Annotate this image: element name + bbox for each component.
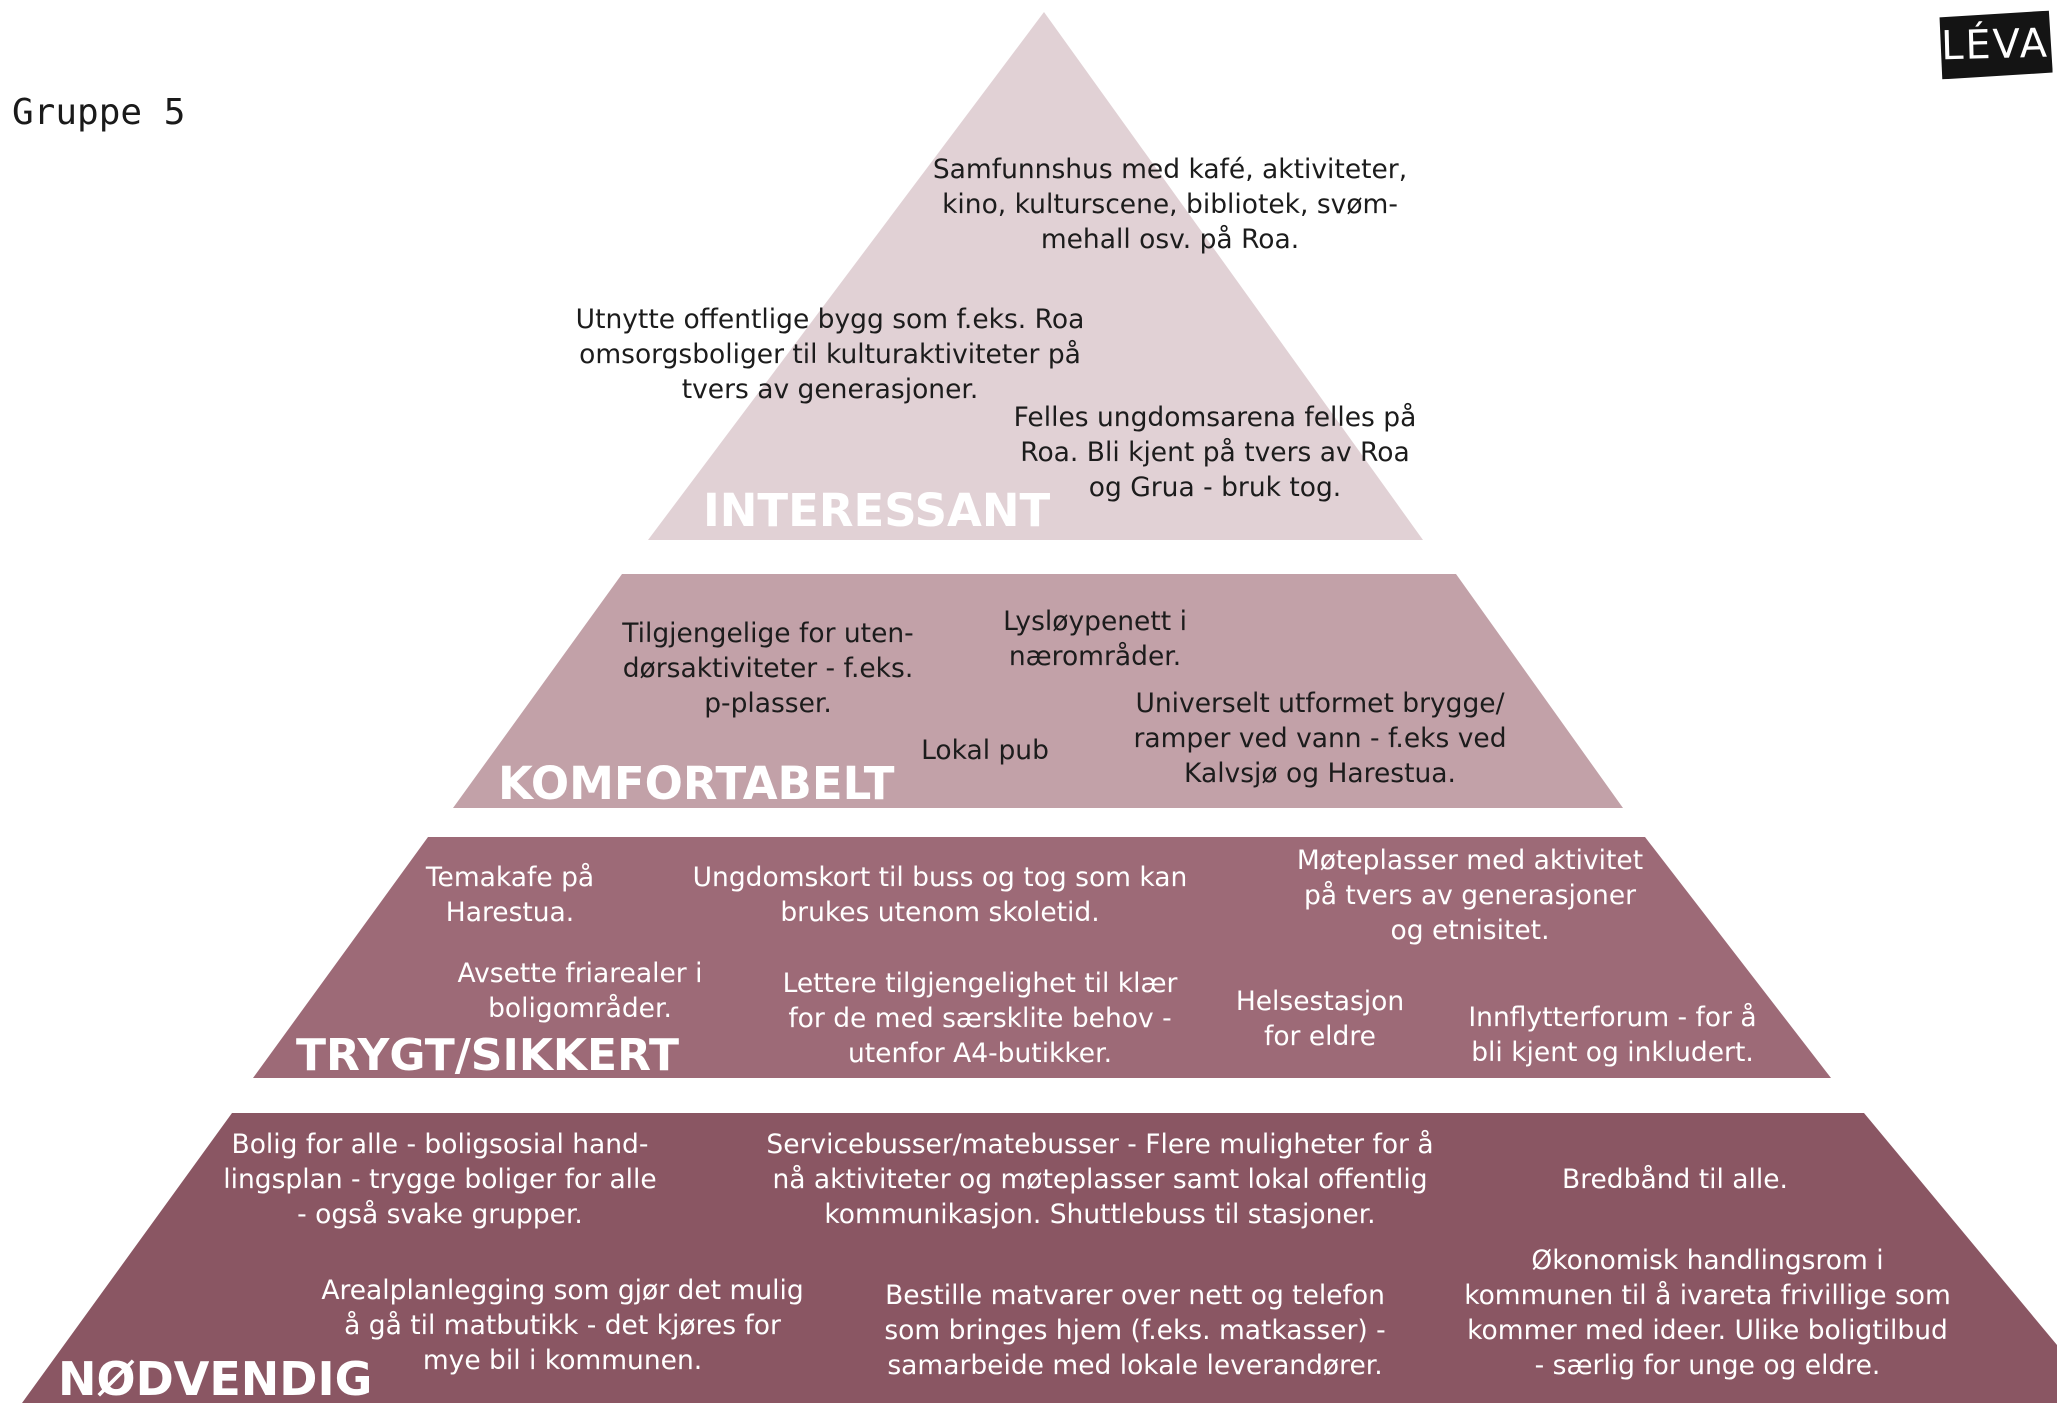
tier-nodvendig-item: Arealplanlegging som gjør det mulig å gå… xyxy=(321,1275,804,1376)
tier-komfortabelt-item: Lysløypenett i nærområder. xyxy=(1003,606,1187,672)
tier-nodvendig-item: Bolig for alle - boligsosial hand- lings… xyxy=(223,1129,657,1230)
tier-trygt-title: TRYGT/SIKKERT xyxy=(296,1030,680,1081)
tier-nodvendig-item: Servicebusser/matebusser - Flere mulighe… xyxy=(766,1129,1434,1230)
tier-komfortabelt-item: Lokal pub xyxy=(921,735,1049,766)
leva-logo: LÉVA xyxy=(1937,11,2053,80)
tier-nodvendig-item: Økonomisk handlingsrom i kommunen til å … xyxy=(1464,1245,1951,1381)
tier-trygt-item: Helsestasjon for eldre xyxy=(1235,986,1405,1052)
tier-nodvendig-item: Bestille matvarer over nett og telefon s… xyxy=(884,1280,1386,1381)
tier-nodvendig-shape xyxy=(22,1113,2057,1403)
tier-komfortabelt-shape xyxy=(453,574,1623,808)
tier-nodvendig-item: Bredbånd til alle. xyxy=(1562,1164,1788,1195)
tier-komfortabelt-title: KOMFORTABELT xyxy=(498,757,895,810)
tier-trygt-item: Innflytterforum - for å bli kjent og ink… xyxy=(1468,1002,1757,1068)
tier-trygt-item: Temakafe på Harestua. xyxy=(425,862,595,928)
tier-interessant-item: Samfunnshus med kafé, aktiviteter, kino,… xyxy=(932,154,1408,255)
tier-trygt-item: Møteplasser med aktivitet på tvers av ge… xyxy=(1296,845,1644,946)
tier-interessant-title: INTERESSANT xyxy=(703,484,1051,537)
tier-trygt-item: Ungdomskort til buss og tog som kan bruk… xyxy=(692,862,1188,928)
tier-trygt-shape xyxy=(253,837,1831,1078)
tier-interessant-item: Utnytte offentlige bygg som f.eks. Roa o… xyxy=(575,304,1085,405)
tier-komfortabelt-item: Universelt utformet brygge/ ramper ved v… xyxy=(1133,688,1507,789)
tier-trygt-item: Lettere tilgjengelighet til klær for de … xyxy=(782,968,1178,1069)
tier-nodvendig-title: NØDVENDIG xyxy=(58,1352,373,1406)
tier-trygt-item: Avsette friarealer i boligområder. xyxy=(457,958,703,1024)
tier-interessant-item: Felles ungdomsarena felles på Roa. Bli k… xyxy=(1013,402,1417,503)
group-label: Gruppe 5 xyxy=(12,92,186,133)
tier-komfortabelt-item: Tilgjengelige for uten- dørsaktiviteter … xyxy=(622,618,914,719)
tier-interessant-shape xyxy=(648,12,1423,540)
